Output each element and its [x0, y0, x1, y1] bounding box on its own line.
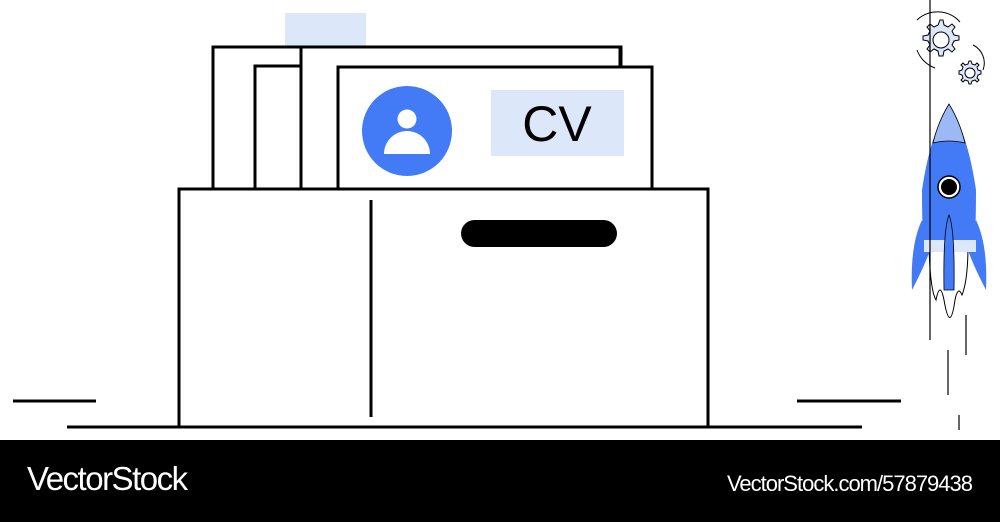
cv-filing-illustration: CV — [13, 0, 987, 430]
user-avatar-icon — [362, 86, 452, 176]
file-cabinet-box — [177, 187, 710, 429]
rocket-icon — [911, 0, 987, 430]
cv-label-box — [491, 90, 624, 156]
watermark-footer: VectorStock VectorStock.com/57879438 — [0, 440, 1000, 522]
gear-icon — [916, 11, 985, 85]
brand-logo: VectorStock — [27, 460, 188, 497]
cv-label: CV — [522, 96, 592, 152]
reference-url: VectorStock.com/57879438 — [726, 471, 973, 496]
illustration-scene: CV — [13, 0, 987, 430]
ground-lines — [13, 399, 901, 429]
box-handle — [461, 220, 617, 247]
